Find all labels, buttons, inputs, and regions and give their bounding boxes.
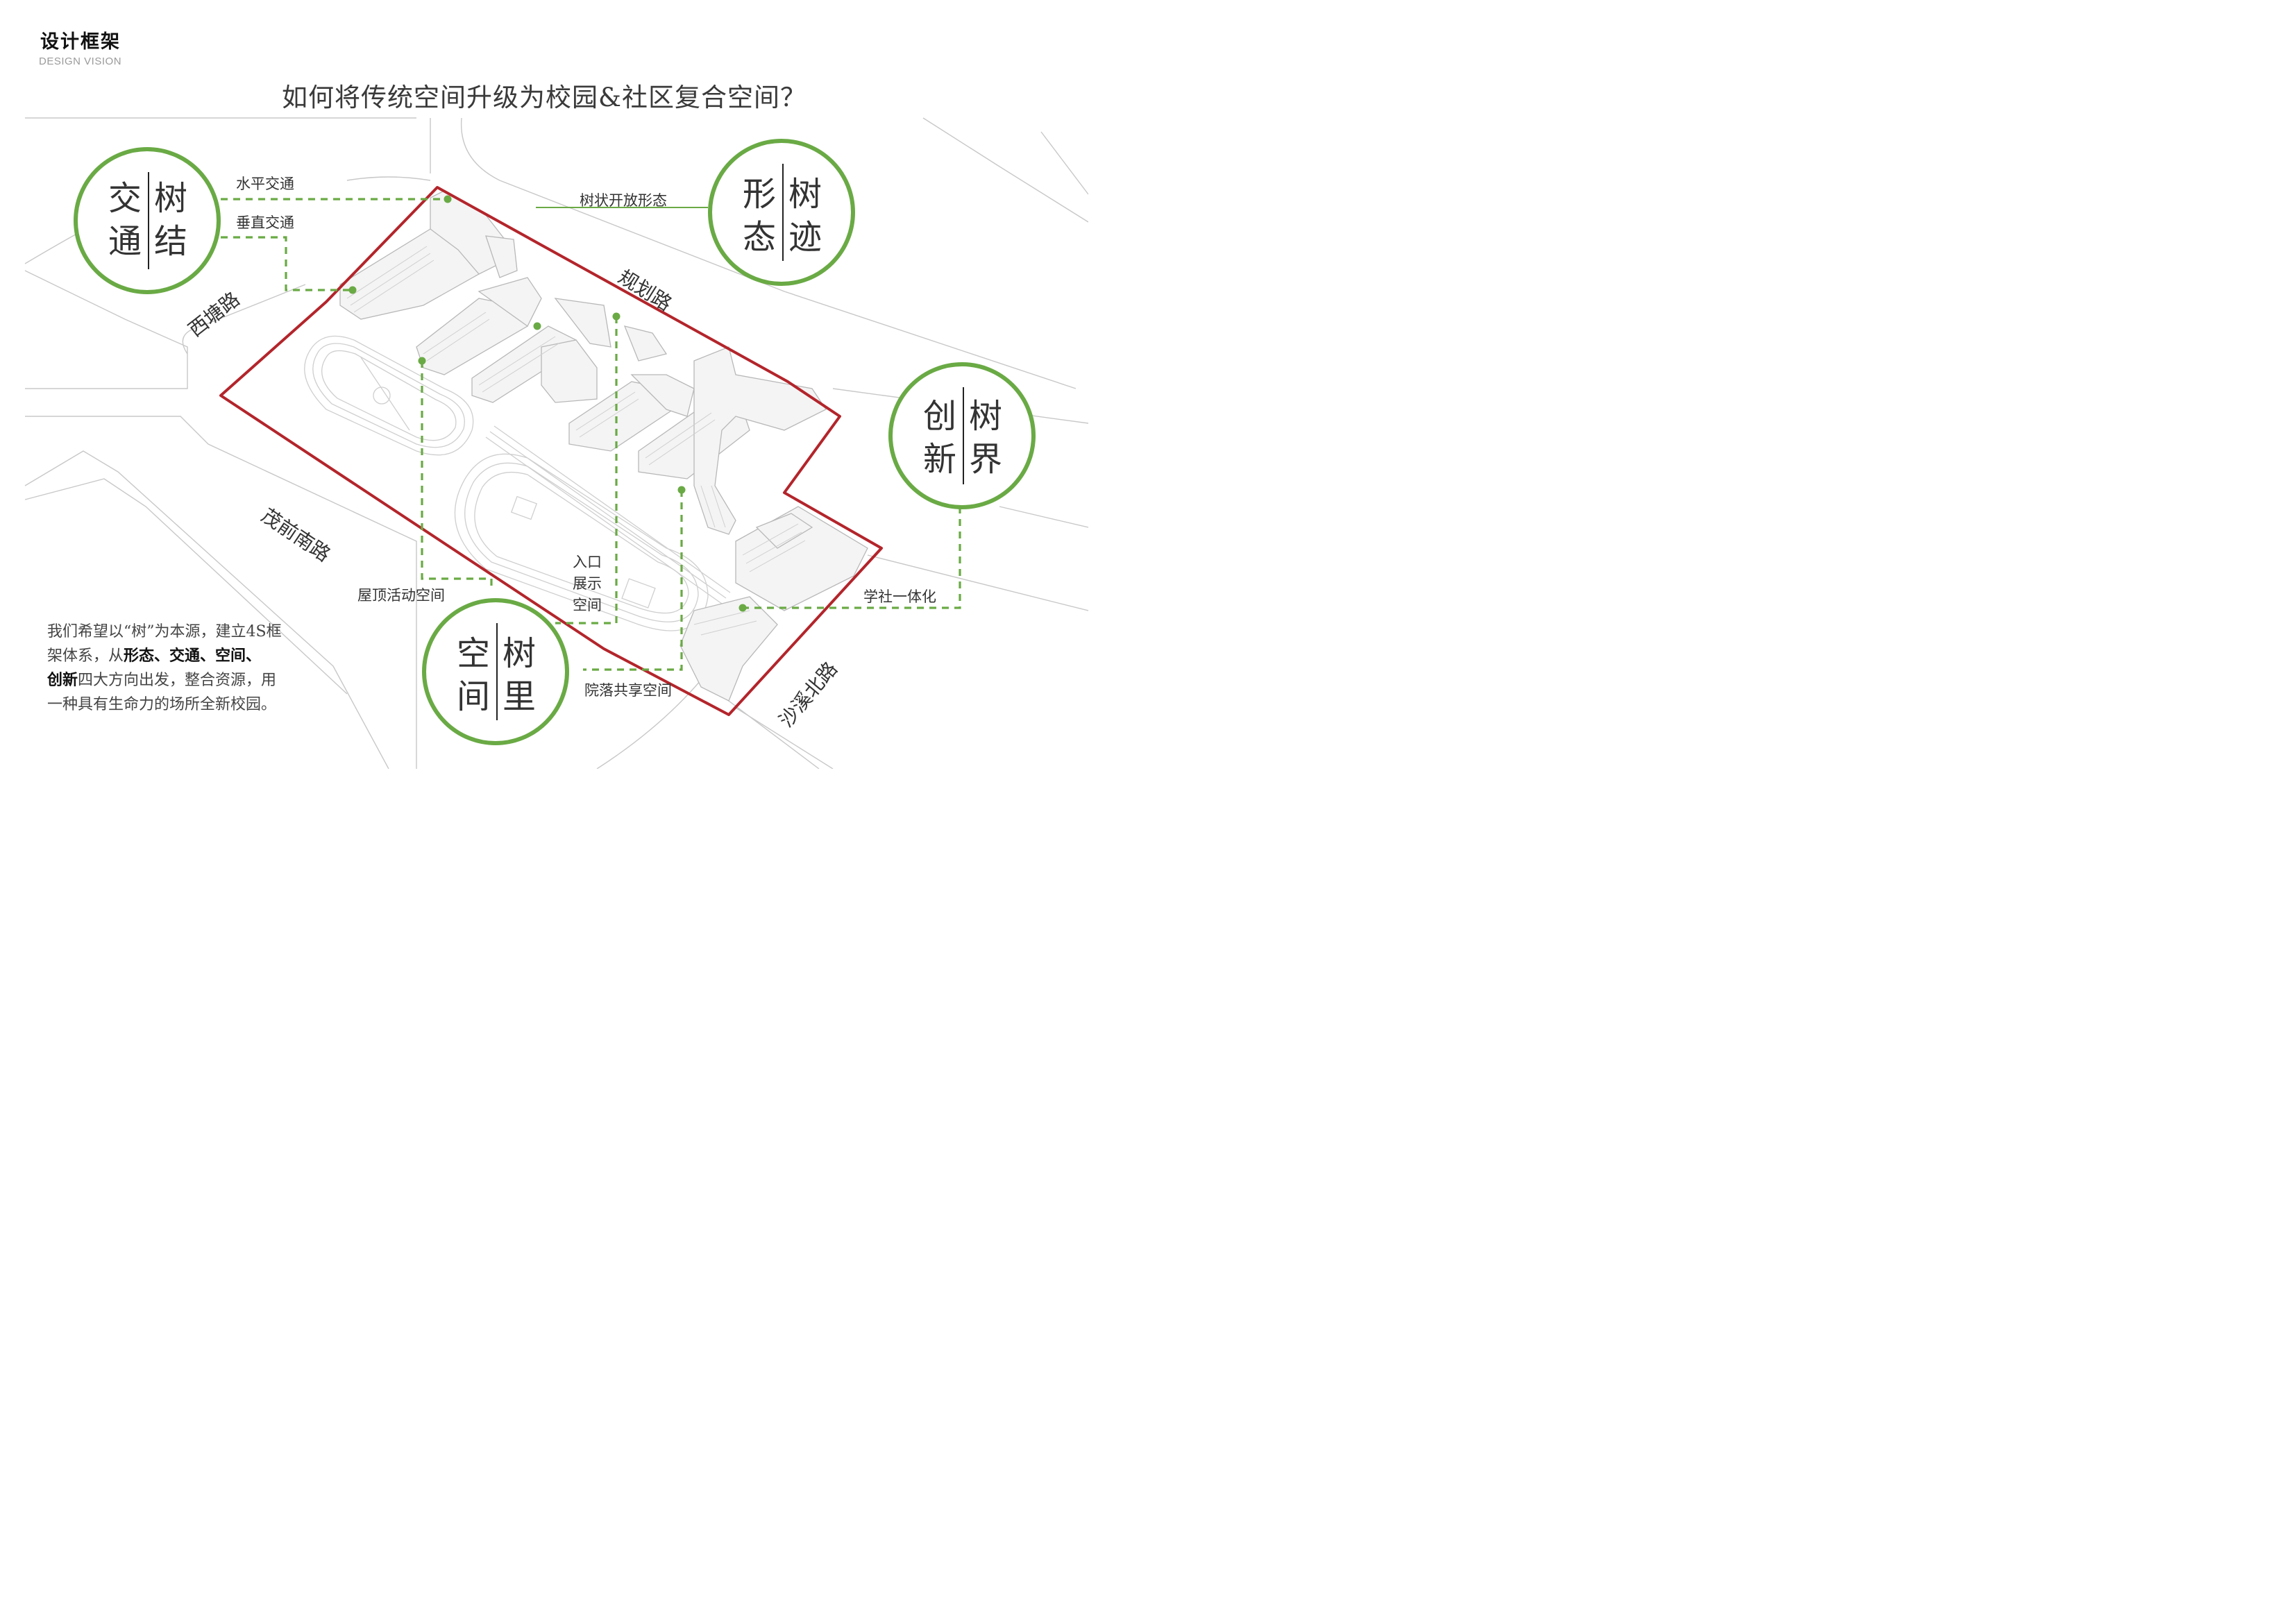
label-rooftop-space: 屋顶活动空间 <box>357 587 445 604</box>
site-boundary <box>219 186 883 716</box>
char: 迹 <box>788 218 822 257</box>
circle-space: 空 间 树 里 <box>422 598 569 745</box>
char: 结 <box>154 222 188 261</box>
label-entrance-line3: 空间 <box>573 597 602 613</box>
circle-transport: 交 通 树 结 <box>74 147 221 294</box>
char: 树 <box>503 634 537 673</box>
char: 形 <box>743 175 777 214</box>
char: 树 <box>788 175 822 214</box>
para-text: 架体系，从 <box>47 647 124 665</box>
label-tree-form: 树状开放形态 <box>580 192 667 209</box>
para-text: 四大方向出发，整合资源，用 <box>78 672 277 689</box>
para-highlight: 创新 <box>47 671 78 689</box>
char: 里 <box>503 677 537 716</box>
char: 界 <box>969 440 1003 479</box>
circle-form: 形 态 树 迹 <box>708 139 855 286</box>
para-line-4: 一种具有生命力的场所全新校园。 <box>47 696 277 713</box>
para-line-1: 我们希望以“树”为本源，建立4S框 <box>47 623 282 640</box>
char: 通 <box>108 222 142 261</box>
label-entrance-line1: 入口 <box>573 554 602 570</box>
description-paragraph: 我们希望以“树”为本源，建立4S框 架体系，从形态、交通、空间、 创新四大方向出… <box>47 620 346 717</box>
para-line-2: 架体系，从形态、交通、空间、 <box>47 644 346 668</box>
char: 树 <box>969 397 1003 436</box>
section-subtitle: DESIGN VISION <box>39 56 122 67</box>
label-school-community: 学社一体化 <box>863 588 936 605</box>
main-question: 如何将传统空间升级为校园&社区复合空间？ <box>282 83 807 112</box>
char: 树 <box>154 179 188 218</box>
para-line-3: 创新四大方向出发，整合资源，用 <box>47 668 346 692</box>
label-horizontal-traffic: 水平交通 <box>236 176 294 192</box>
char: 创 <box>923 397 957 436</box>
design-framework-diagram: 设计框架 DESIGN VISION 如何将传统空间升级为校园&社区复合空间？ … <box>0 0 1088 769</box>
char: 间 <box>457 677 491 716</box>
divider <box>148 172 149 269</box>
divider <box>782 164 784 261</box>
char: 空 <box>457 634 491 673</box>
site-plan-drawing <box>24 117 1088 769</box>
divider <box>963 387 964 484</box>
circle-innovation: 创 新 树 界 <box>888 362 1036 509</box>
char: 交 <box>108 179 142 218</box>
label-courtyard-space: 院落共享空间 <box>584 682 672 699</box>
label-vertical-traffic: 垂直交通 <box>236 214 294 231</box>
divider <box>496 623 498 720</box>
label-entrance-line2: 展示 <box>573 575 602 592</box>
char: 新 <box>923 440 957 479</box>
char: 态 <box>743 218 777 257</box>
section-title: 设计框架 <box>40 31 121 53</box>
para-highlight: 形态、交通、空间、 <box>124 647 262 665</box>
